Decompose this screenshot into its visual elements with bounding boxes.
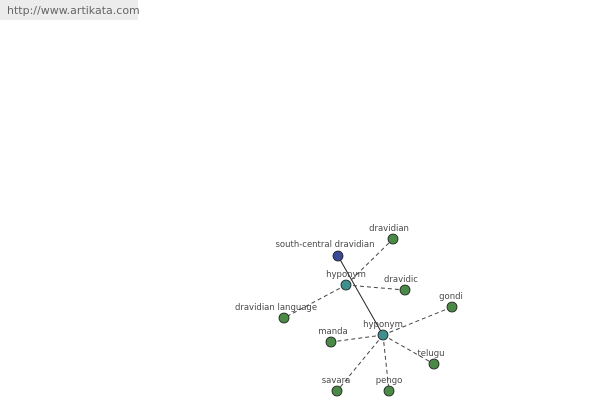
label-pengo[interactable]: pengo: [376, 376, 403, 386]
node-hub2[interactable]: [377, 329, 389, 341]
label-dravidian-language[interactable]: dravidian language: [235, 303, 317, 313]
edge-hub2-telugu: [382, 334, 435, 365]
label-hub2: hyponym: [363, 320, 403, 330]
label-gondi[interactable]: gondi: [439, 292, 463, 302]
label-telugu[interactable]: telugu: [417, 349, 444, 359]
edge-hub2-manda: [330, 334, 384, 343]
edge-hub2-gondi: [382, 306, 453, 336]
node-pengo[interactable]: [383, 385, 395, 397]
node-dravidian[interactable]: [387, 233, 399, 245]
edge-hub2-pengo: [382, 334, 390, 392]
node-dravidic[interactable]: [399, 284, 411, 296]
label-dravidian[interactable]: dravidian: [369, 224, 409, 234]
node-telugu[interactable]: [428, 358, 440, 370]
edge-hub1-dravidic: [345, 284, 406, 291]
node-hub1[interactable]: [340, 279, 352, 291]
source-url[interactable]: http://www.artikata.com: [0, 0, 140, 20]
node-root[interactable]: [332, 250, 344, 262]
label-root[interactable]: south-central dravidian: [275, 240, 374, 250]
edge-root-hub2: [337, 255, 384, 336]
label-savara[interactable]: savara: [322, 376, 351, 386]
label-hub1: hyponym: [326, 270, 366, 280]
node-dravidian-language[interactable]: [278, 312, 290, 324]
node-savara[interactable]: [331, 385, 343, 397]
node-gondi[interactable]: [446, 301, 458, 313]
edge-hub1-dravidian: [345, 238, 394, 286]
edge-hub2-savara: [336, 334, 384, 392]
node-manda[interactable]: [325, 336, 337, 348]
label-manda[interactable]: manda: [318, 327, 347, 337]
label-dravidic[interactable]: dravidic: [384, 275, 418, 285]
edge-hub1-dravidian-language: [283, 284, 347, 319]
